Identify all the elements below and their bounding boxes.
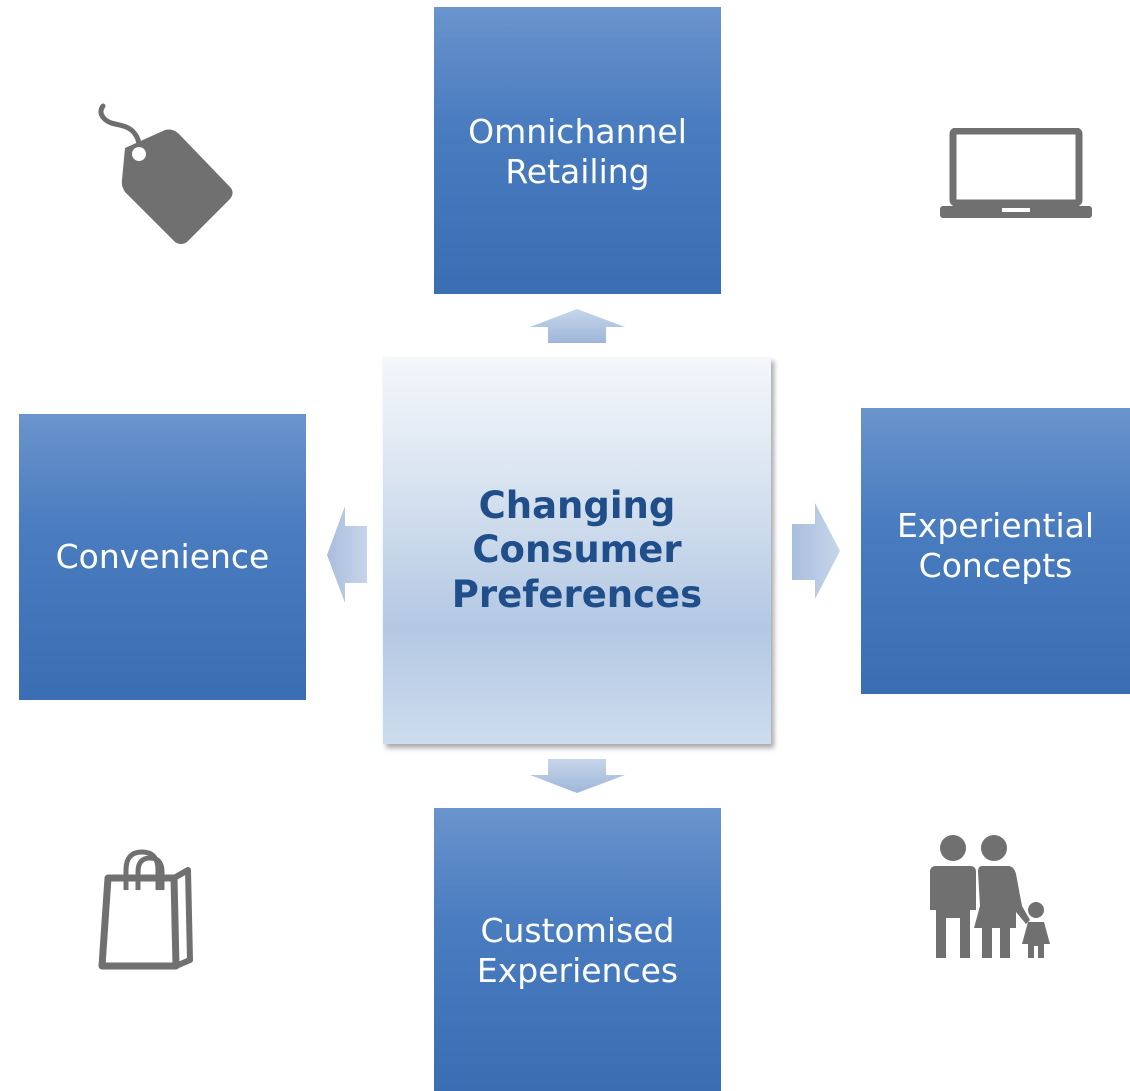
customised-label-line1: Customised bbox=[480, 911, 675, 950]
price-tag-icon bbox=[98, 103, 233, 244]
center-label-line1: Changing bbox=[478, 483, 676, 527]
customised-experiences-box: Customised Experiences bbox=[434, 808, 721, 1091]
experiential-label-line2: Concepts bbox=[918, 546, 1073, 585]
changing-consumer-preferences-box: Changing Consumer Preferences bbox=[383, 357, 771, 744]
arrow-up-icon bbox=[530, 309, 625, 343]
experiential-label-line1: Experiential bbox=[896, 506, 1095, 546]
center-label-line3: Preferences bbox=[451, 572, 703, 616]
convenience-label: Convenience bbox=[55, 537, 270, 577]
customised-label-line2: Experiences bbox=[476, 950, 679, 990]
omnichannel-label-line1: Omnichannel bbox=[468, 112, 687, 151]
arrow-down-icon bbox=[530, 759, 625, 793]
arrow-left-icon bbox=[327, 506, 367, 603]
experiential-concepts-box: Experiential Concepts bbox=[861, 408, 1130, 694]
omnichannel-retailing-box: Omnichannel Retailing bbox=[434, 7, 721, 294]
family-icon bbox=[930, 835, 1050, 958]
omnichannel-label-line2: Retailing bbox=[505, 151, 650, 191]
laptop-icon bbox=[940, 128, 1092, 218]
convenience-box: Convenience bbox=[19, 414, 306, 700]
shopping-bag-icon bbox=[98, 849, 193, 970]
center-label-line2: Consumer bbox=[472, 528, 682, 572]
arrow-right-icon bbox=[792, 503, 840, 599]
